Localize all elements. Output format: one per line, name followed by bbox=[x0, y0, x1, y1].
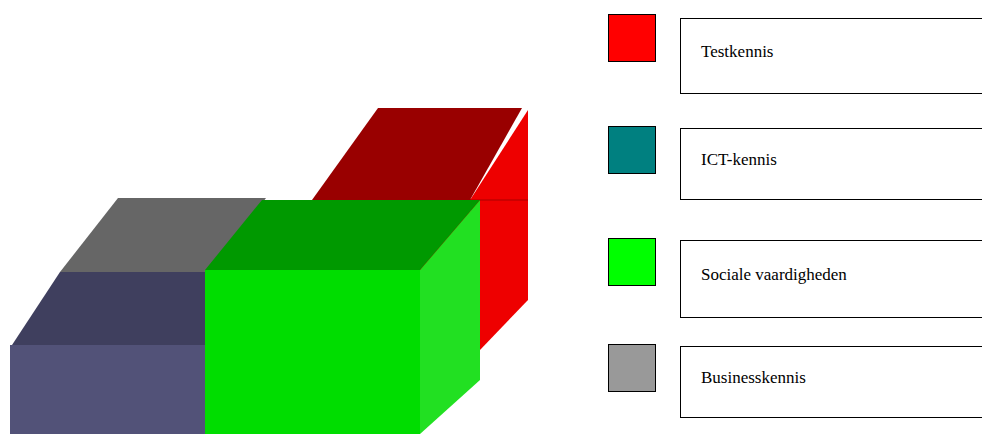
legend-swatch bbox=[608, 238, 656, 286]
legend-swatch bbox=[608, 126, 656, 174]
green-block-top bbox=[205, 200, 480, 270]
green-block-front bbox=[205, 270, 420, 434]
legend-swatch bbox=[608, 344, 656, 392]
legend-label: Sociale vaardigheden bbox=[681, 241, 982, 285]
legend-swatch bbox=[608, 14, 656, 62]
legend-label: Businesskennis bbox=[681, 347, 982, 388]
navy-block-top bbox=[12, 272, 210, 345]
red-block-top bbox=[312, 108, 522, 200]
navy-block-front bbox=[10, 345, 206, 434]
legend-label-box: ICT-kennis bbox=[680, 128, 982, 200]
legend-label: ICT-kennis bbox=[681, 129, 982, 170]
legend-label: Testkennis bbox=[681, 19, 982, 62]
legend-label-box: Businesskennis bbox=[680, 346, 982, 418]
legend-label-box: Sociale vaardigheden bbox=[680, 240, 982, 318]
legend-label-box: Testkennis bbox=[680, 18, 982, 94]
